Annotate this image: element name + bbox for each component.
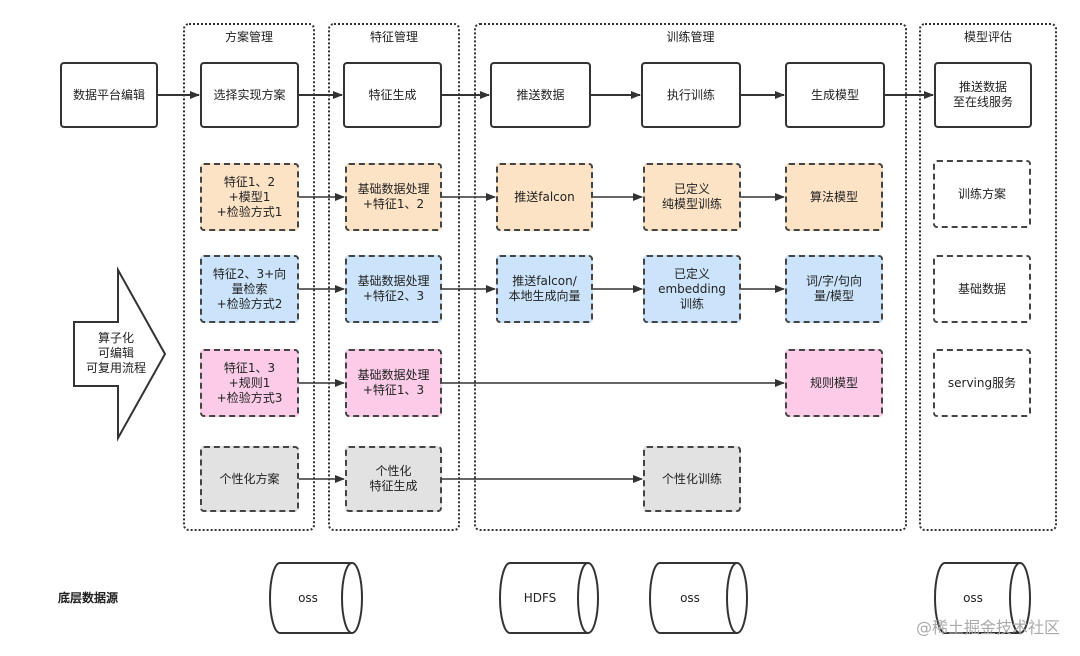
box-push-falcon-1: 推送falcon	[496, 163, 593, 231]
storage-label-3: oss	[680, 591, 700, 605]
box-push-falcon-2: 推送falcon/ 本地生成向量	[496, 255, 593, 323]
box-feature-2: 基础数据处理 +特征2、3	[345, 255, 442, 323]
section-title: 特征管理	[369, 30, 418, 44]
storage-cylinder-3	[649, 562, 748, 634]
box-plan-1: 特征1、2 +模型1 +检验方式1	[200, 163, 299, 231]
box-eval-serving: serving服务	[933, 349, 1031, 417]
section-plan-management: 方案管理	[183, 23, 315, 531]
box-select-plan: 选择实现方案	[200, 62, 299, 128]
section-title: 训练管理	[666, 30, 715, 44]
storage-label-2: HDFS	[523, 591, 557, 605]
section-model-evaluation: 模型评估	[919, 23, 1057, 531]
box-feature-generation: 特征生成	[343, 62, 442, 128]
process-big-arrow	[73, 266, 167, 442]
box-data-platform-edit: 数据平台编辑	[60, 62, 158, 128]
box-push-data: 推送数据	[490, 62, 591, 128]
box-push-online-service: 推送数据 至在线服务	[934, 62, 1032, 128]
box-run-training: 执行训练	[641, 62, 741, 128]
section-title: 模型评估	[963, 30, 1012, 44]
storage-label-1: oss	[298, 591, 318, 605]
bottom-datasource-label: 底层数据源	[58, 591, 119, 605]
storage-cylinder-2	[499, 562, 599, 634]
box-rule-model: 规则模型	[785, 349, 883, 417]
box-plan-2: 特征2、3+向 量检索 +检验方式2	[200, 255, 299, 323]
box-personalized-feature: 个性化 特征生成	[345, 446, 442, 512]
storage-label-4: oss	[963, 591, 983, 605]
box-train-1: 已定义 纯模型训练	[643, 163, 741, 231]
box-eval-basic-data: 基础数据	[933, 255, 1031, 323]
watermark: @稀土掘金技术社区	[915, 618, 1060, 637]
box-generate-model: 生成模型	[785, 62, 885, 128]
section-training-management: 训练管理	[474, 23, 907, 531]
box-feature-3: 基础数据处理 +特征1、3	[345, 349, 442, 417]
operator-flow-label: 算子化 可编辑 可复用流程	[85, 331, 146, 375]
box-eval-training-plan: 训练方案	[933, 160, 1031, 228]
box-personalized-training: 个性化训练	[643, 446, 741, 512]
box-feature-1: 基础数据处理 +特征1、2	[345, 163, 442, 231]
section-feature-management: 特征管理	[328, 23, 460, 531]
storage-cylinder-1	[269, 562, 363, 634]
box-train-2: 已定义 embedding 训练	[643, 255, 741, 323]
box-plan-3: 特征1、3 +规则1 +检验方式3	[200, 349, 299, 417]
box-model-2: 词/字/句向 量/模型	[785, 255, 883, 323]
storage-cylinder-4	[934, 562, 1031, 634]
box-model-1: 算法模型	[785, 163, 883, 231]
box-personalized-plan: 个性化方案	[200, 446, 299, 512]
section-title: 方案管理	[224, 30, 273, 44]
